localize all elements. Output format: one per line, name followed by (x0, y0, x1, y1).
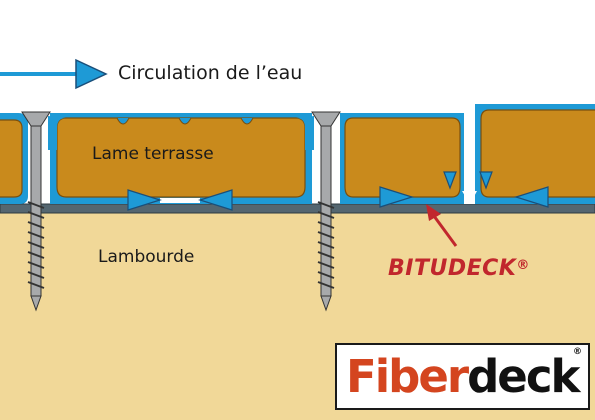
bitudeck-membrane (0, 203, 595, 214)
plank-middle (48, 113, 314, 204)
fiberdeck-logo: Fiberdeck ® (335, 343, 590, 410)
pointer-arrow-icon (426, 204, 458, 247)
channel-arrow-icon (127, 171, 549, 211)
bitudeck-label: BITUDECK® (388, 256, 530, 281)
screw-icon (21, 111, 51, 312)
logo-wordmark: Fiberdeck (346, 349, 580, 405)
bitudeck-name: BITUDECK (388, 256, 517, 281)
logo-registered-mark: ® (573, 347, 582, 357)
flow-arrow-icon (0, 58, 108, 90)
water-flow-label: Circulation de l’eau (118, 62, 303, 84)
registered-mark: ® (516, 258, 530, 273)
logo-part-deck: deck (467, 350, 580, 403)
plank-right-b (474, 104, 595, 204)
screw-icon (311, 111, 341, 312)
logo-part-fiber: Fiber (346, 350, 469, 403)
plank-right-a (340, 113, 465, 204)
plank-gap (464, 104, 475, 204)
plank-left (0, 113, 28, 204)
joist-label: Lambourde (98, 247, 195, 267)
plank-label: Lame terrasse (92, 144, 214, 164)
